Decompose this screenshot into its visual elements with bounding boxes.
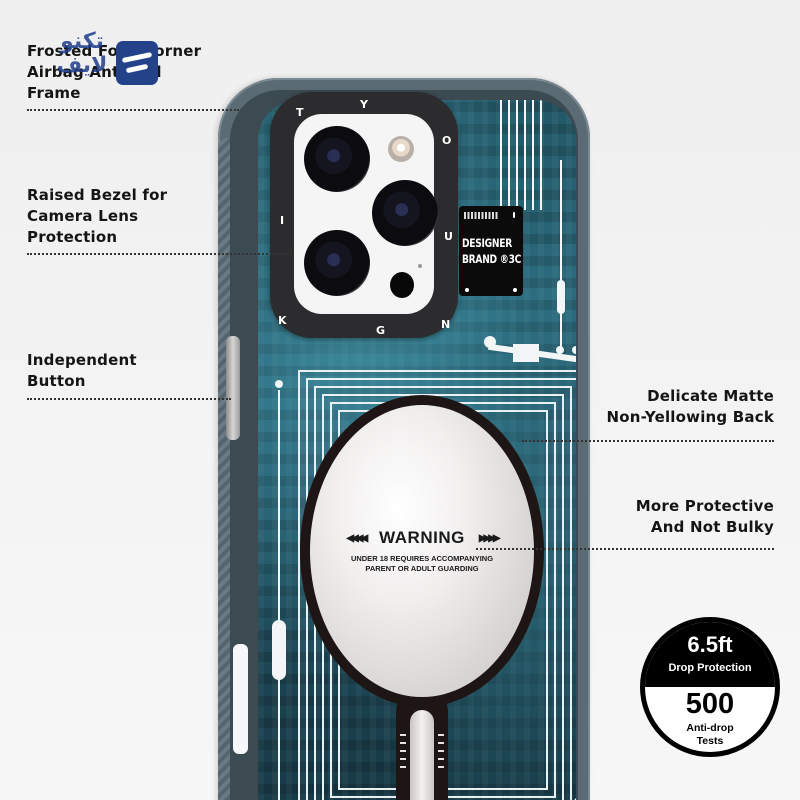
callout-line: Delicate Matte — [647, 387, 774, 405]
warning-title: WARNING — [379, 528, 465, 547]
drop-tests-label-line-2: Tests — [696, 735, 724, 747]
magsafe-mirror-face — [310, 405, 534, 697]
drop-tests-label-line-1: Anti-drop — [686, 722, 734, 734]
callout-line: More Protective — [635, 497, 774, 515]
callout-line: Protection — [27, 228, 118, 246]
callout-line: Independent — [27, 351, 137, 369]
warning-subtitle-line-1: UNDER 18 REQUIRES ACCOMPANYING — [350, 554, 494, 563]
callout-leader-line — [27, 398, 231, 400]
brand-logo-icon — [116, 41, 158, 85]
callout-line: And Not Bulky — [650, 518, 774, 536]
bezel-letter: O — [442, 134, 452, 147]
chip-line-2: BRAND ®3C — [462, 252, 522, 266]
callout-line: Raised Bezel for — [27, 186, 168, 204]
magsafe-ring — [300, 395, 544, 707]
bezel-letter: N — [441, 318, 451, 331]
camera-plate — [294, 114, 438, 314]
drop-tests-label: Anti-drop Tests — [645, 722, 775, 748]
camera-lens-icon — [304, 126, 370, 192]
chip-barcode — [464, 212, 498, 219]
callout-leader-line — [27, 253, 292, 255]
drop-protection-badge: 6.5ft Drop Protection 500 Anti-drop Test… — [640, 617, 780, 757]
lidar-sensor-icon — [390, 272, 414, 298]
callout-line: Frame — [27, 84, 81, 102]
callout-leader-line — [522, 440, 774, 442]
bezel-letter: U — [444, 230, 453, 243]
flash-icon — [388, 136, 414, 162]
bezel-letter: K — [278, 314, 287, 327]
arrows-left-icon: ◀◀◀◀ — [346, 532, 368, 544]
camera-lens-icon — [372, 180, 438, 246]
chip-line-1: DESIGNER — [462, 236, 512, 250]
bezel-letter: I — [280, 214, 285, 227]
callout-leader-line — [476, 548, 774, 550]
callout-raised-bezel: Raised Bezel for Camera Lens Protection — [27, 185, 167, 248]
microphone-icon — [418, 264, 422, 268]
independent-side-button — [226, 336, 240, 440]
callout-matte-back: Delicate Matte Non-Yellowing Back — [607, 386, 774, 428]
callout-protective: More Protective And Not Bulky — [636, 496, 774, 538]
warning-label: ◀◀◀◀ WARNING ▶▶▶▶ UNDER 18 REQUIRES ACCO… — [330, 528, 514, 574]
callout-leader-line — [27, 109, 239, 111]
bezel-letter: Y — [360, 98, 368, 111]
warning-subtitle-line-2: PARENT OR ADULT GUARDING — [365, 564, 479, 573]
drop-height-value: 6.5ft — [687, 632, 733, 657]
callout-line: Button — [27, 372, 86, 390]
arrows-right-icon: ▶▶▶▶ — [478, 532, 501, 544]
camera-lens-icon — [304, 230, 370, 296]
watermark-text: تکنو لایف — [56, 29, 108, 78]
chip-label: DESIGNER BRAND ®3C — [462, 235, 521, 267]
callout-line: Non-Yellowing Back — [606, 408, 774, 426]
callout-independent-button: Independent Button — [27, 350, 137, 392]
bezel-letter: G — [376, 324, 386, 337]
drop-tests-value: 500 — [685, 688, 735, 720]
drop-height-label: Drop Protection — [668, 662, 752, 674]
callout-line: Camera Lens — [27, 207, 139, 225]
designer-brand-chip: DESIGNER BRAND ®3C — [459, 206, 523, 296]
bezel-letter: T — [296, 106, 304, 119]
side-cutout — [233, 644, 248, 754]
raised-camera-bezel: Y O U N G K I T — [270, 92, 458, 338]
